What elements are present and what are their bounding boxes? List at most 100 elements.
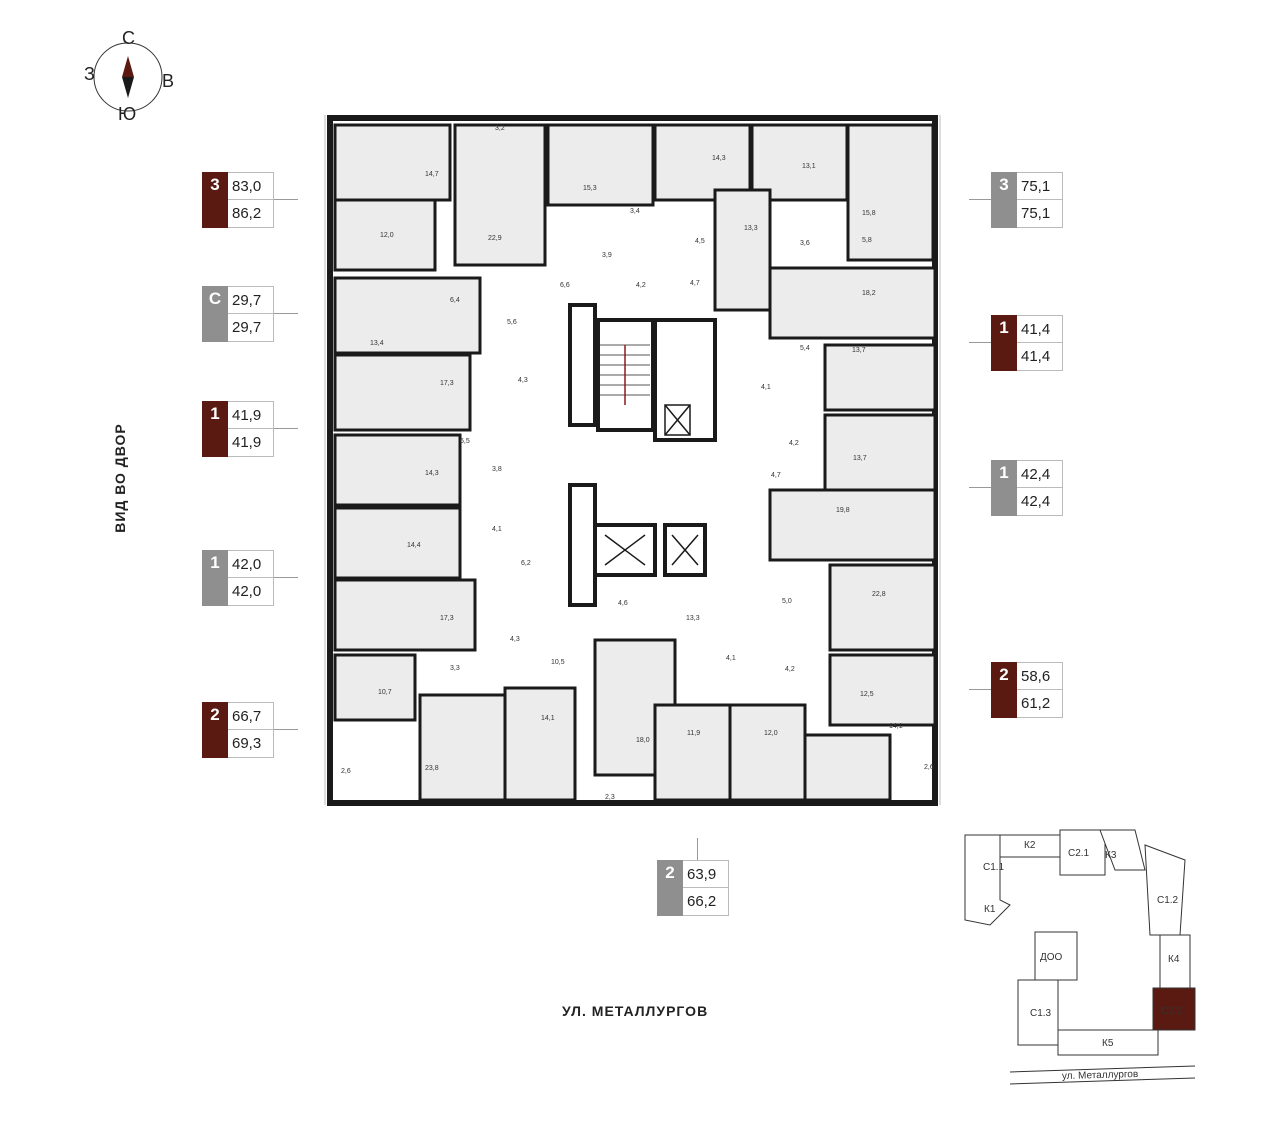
total-area: 66,7 <box>228 703 273 730</box>
total-area: 42,0 <box>228 551 273 578</box>
area-with-balcony: 42,0 <box>232 583 262 600</box>
area-with-balcony: 41,4 <box>1021 348 1051 365</box>
room-area-label: 3,6 <box>800 240 810 247</box>
total-area: 83,0 <box>228 173 273 200</box>
room-area-label: 4,1 <box>492 526 502 533</box>
leader-line <box>274 199 298 200</box>
room-area-label: 13,4 <box>370 340 384 347</box>
stairs <box>600 344 650 405</box>
courtyard-view-label: ВИД ВО ДВОР <box>112 423 128 533</box>
leader-line <box>969 199 991 200</box>
key-plan-label: К1 <box>984 904 996 915</box>
room-area-label: 17,3 <box>440 380 454 387</box>
key-plan-label: К5 <box>1102 1038 1114 1049</box>
area-with-balcony: 61,2 <box>1021 695 1051 712</box>
room-area-label: 4,2 <box>789 440 799 447</box>
room-area-label: 4,2 <box>636 282 646 289</box>
leader-line <box>969 342 991 343</box>
room-area-label: 12,5 <box>860 691 874 698</box>
area-with-balcony: 86,2 <box>232 205 262 222</box>
room-area-label: 17,3 <box>440 615 454 622</box>
room-area-label: 6,5 <box>460 438 470 445</box>
room-area-label: 18,2 <box>862 290 876 297</box>
room-area-label: 4,3 <box>518 377 528 384</box>
room-area-label: 11,9 <box>687 730 700 737</box>
room-area-label: 14,1 <box>541 715 555 722</box>
leader-line <box>969 487 991 488</box>
leader-line <box>274 428 298 429</box>
room-area-label: 18,0 <box>636 737 650 744</box>
key-plan-label: С1.3 <box>1030 1008 1052 1019</box>
leader-line <box>274 729 298 730</box>
room-count: 1 <box>202 401 228 457</box>
total-area: 41,4 <box>1017 316 1062 343</box>
room-area-label: 4,1 <box>761 384 771 391</box>
room-count: 2 <box>202 702 228 758</box>
area-with-balcony: 66,2 <box>687 893 717 910</box>
room-area-label: 12,0 <box>380 232 394 239</box>
total-area: 58,6 <box>1017 663 1062 690</box>
room-area-label: 4,7 <box>690 280 700 287</box>
room-area-label: 10,7 <box>378 689 392 696</box>
room-area-label: 6,2 <box>521 560 531 567</box>
key-plan-label: ДОО <box>1040 952 1063 963</box>
elevators <box>604 404 699 566</box>
total-area: 75,1 <box>1017 173 1062 200</box>
room-area-label: 14,3 <box>712 155 726 162</box>
street-label: УЛ. МЕТАЛЛУРГОВ <box>562 1003 709 1019</box>
key-plan-street-label: ул. Металлургов <box>1062 1069 1139 1082</box>
leader-line <box>274 313 298 314</box>
key-plan-label: С2.2 <box>1161 1006 1183 1017</box>
room-area-label: 13,3 <box>686 615 700 622</box>
key-plan-label: С2.1 <box>1068 848 1090 859</box>
room-area-label: 19,8 <box>836 507 850 514</box>
room-area-label: 5,4 <box>800 345 810 352</box>
compass-south: Ю <box>118 104 137 124</box>
room-count: 2 <box>991 662 1017 718</box>
area-with-balcony: 75,1 <box>1021 205 1051 222</box>
leader-line <box>697 838 698 860</box>
room-area-label: 13,3 <box>744 225 758 232</box>
area-with-balcony: 69,3 <box>232 735 262 752</box>
compass-north: С <box>122 28 135 48</box>
area-with-balcony: 41,9 <box>232 434 262 451</box>
room-area-label: 6,4 <box>450 297 460 304</box>
room-area-label: 2,3 <box>605 794 615 801</box>
room-area-label: 5,0 <box>782 598 792 605</box>
room-count: 3 <box>991 172 1017 228</box>
room-area-label: 15,3 <box>583 185 597 192</box>
room-area-label: 6,6 <box>560 282 570 289</box>
room-area-label: 10,5 <box>551 659 565 666</box>
area-with-balcony: 29,7 <box>232 319 262 336</box>
room-area-label: 13,7 <box>853 455 867 462</box>
room-area-label: 23,8 <box>425 765 439 772</box>
room-area-label: 2,6 <box>341 768 351 775</box>
room-area-label: 4,7 <box>771 472 781 479</box>
room-area-label: 13,1 <box>802 163 816 170</box>
room-area-label: 2,6 <box>924 764 934 771</box>
room-area-label: 3,9 <box>602 252 612 259</box>
room-area-label: 3,3 <box>450 665 460 672</box>
room-area-label: 3,8 <box>492 466 502 473</box>
compass-east: В <box>162 71 175 91</box>
room-area-label: 14,4 <box>407 542 421 549</box>
compass-west: З <box>84 64 95 84</box>
key-plan-label: С1.2 <box>1157 895 1179 906</box>
room-count: 2 <box>657 860 683 916</box>
room-area-label: 4,1 <box>726 655 736 662</box>
room-area-label: 14,3 <box>425 470 439 477</box>
total-area: 41,9 <box>228 402 273 429</box>
room-count: С <box>202 286 228 342</box>
